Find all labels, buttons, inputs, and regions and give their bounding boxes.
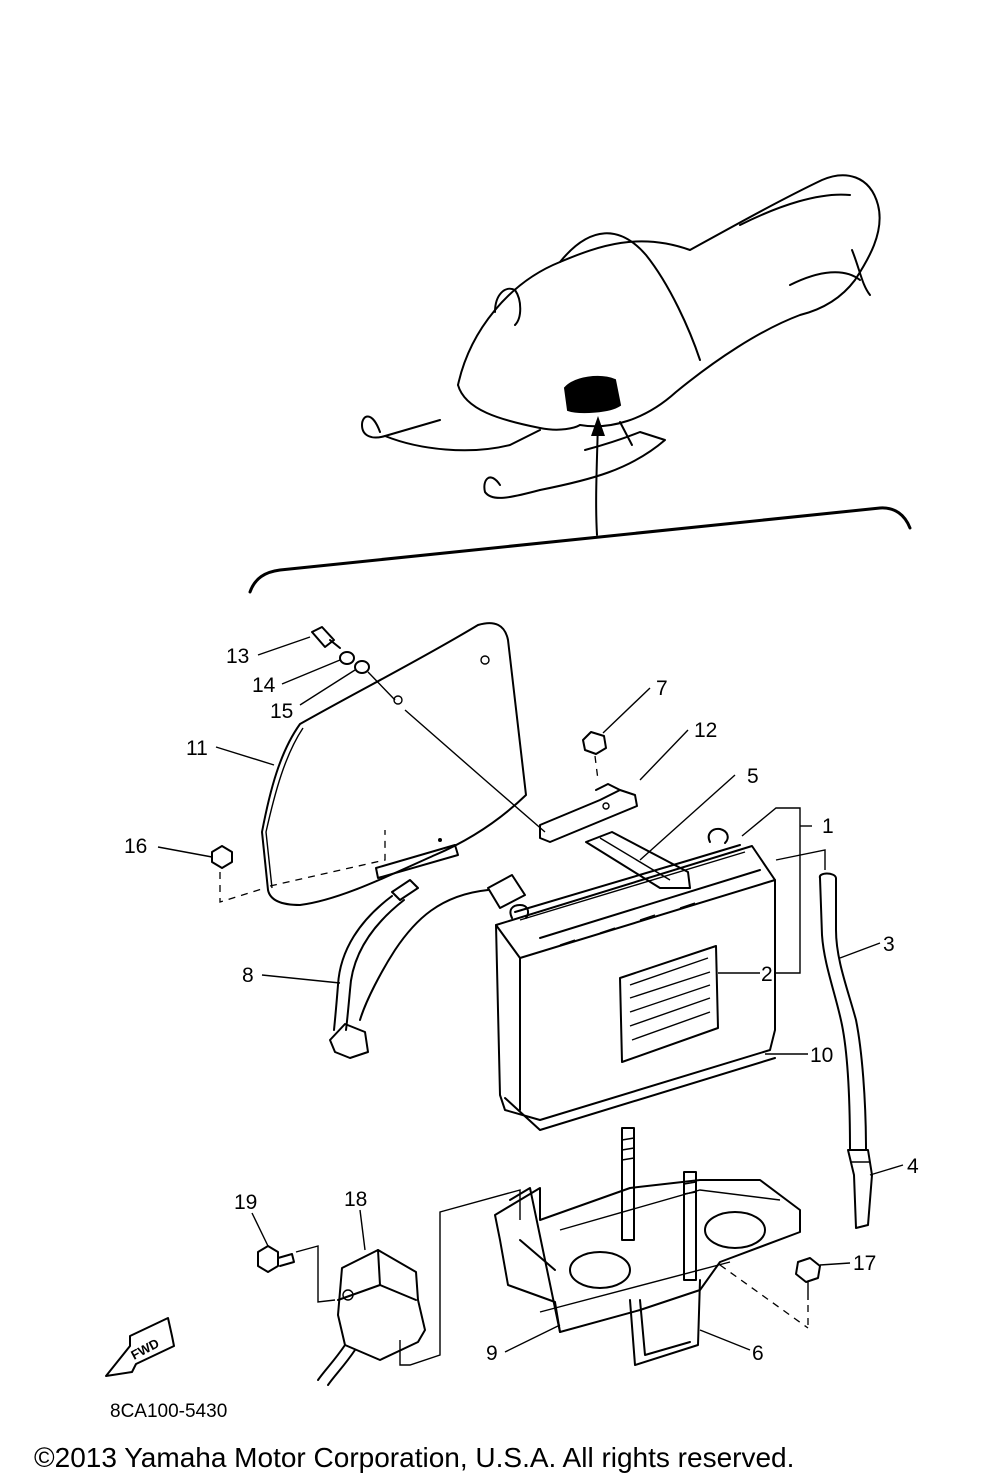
part-label-14: 14 — [252, 674, 276, 697]
part-label-13: 13 — [226, 645, 249, 668]
part-label-3: 3 — [883, 933, 895, 956]
part-label-7: 7 — [656, 677, 668, 700]
battery-location-marker — [563, 375, 622, 414]
clamp-4 — [847, 1149, 873, 1229]
part-label-15: 15 — [270, 700, 293, 723]
snowmobile-sketch — [361, 174, 881, 536]
relay-18 — [317, 1189, 521, 1386]
battery-cover — [261, 622, 527, 906]
part-label-9: 9 — [486, 1342, 498, 1365]
part-label-10: 10 — [810, 1044, 833, 1067]
part-labels: 1 2 3 4 5 6 7 8 9 10 11 12 13 14 15 16 1… — [124, 645, 919, 1365]
battery-bolt-6 — [539, 1127, 731, 1366]
drawing-code: 8CA100-5430 — [110, 1401, 227, 1422]
part-label-4: 4 — [907, 1155, 919, 1178]
battery-band-5 — [585, 831, 691, 889]
breather-hose-3 — [818, 872, 867, 1151]
nut-7 — [582, 731, 607, 781]
copyright-notice: ©2013 Yamaha Motor Corporation, U.S.A. A… — [34, 1442, 794, 1473]
forward-direction-arrow: FWD — [105, 1317, 175, 1377]
battery — [495, 827, 776, 1131]
washer-14 — [339, 651, 355, 665]
bolt-17 — [719, 1257, 821, 1330]
screw-19 — [257, 1245, 336, 1303]
battery-lead-8 — [329, 874, 526, 1059]
nut-16 — [211, 845, 266, 903]
battery-holder-12 — [539, 783, 638, 843]
part-label-5: 5 — [747, 765, 759, 788]
part-label-1: 1 — [822, 815, 834, 838]
part-label-6: 6 — [752, 1342, 764, 1365]
part-label-2: 2 — [761, 963, 773, 986]
leader-lines — [157, 636, 904, 1353]
part-label-8: 8 — [242, 964, 254, 987]
part-label-16: 16 — [124, 835, 147, 858]
fwd-label: FWD — [128, 1336, 161, 1363]
part-label-19: 19 — [234, 1191, 257, 1214]
part-label-11: 11 — [186, 737, 208, 760]
screw-13 — [311, 626, 341, 649]
battery-box-9 — [494, 1179, 801, 1333]
part-label-17: 17 — [853, 1252, 876, 1275]
detail-bracket — [248, 506, 912, 594]
washer-15 — [354, 660, 370, 674]
part-label-12: 12 — [694, 719, 717, 742]
part-label-18: 18 — [344, 1188, 367, 1211]
